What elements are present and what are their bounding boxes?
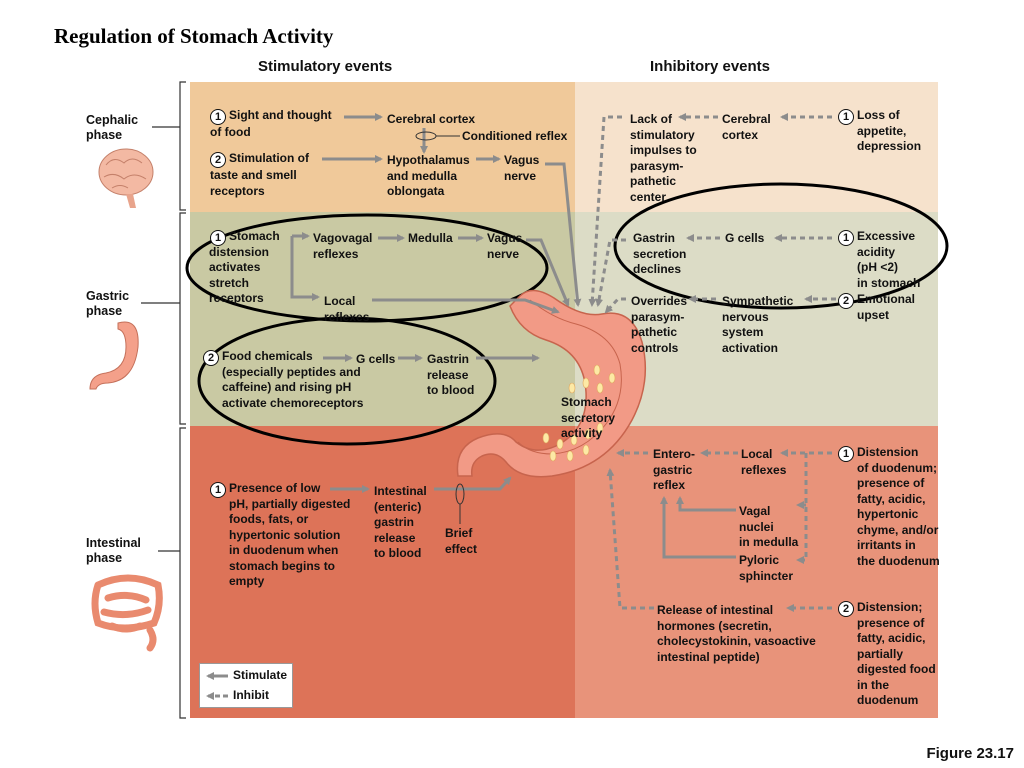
intestinal-gastrin-node: Intestinal (enteric) gastrin release to … (374, 484, 427, 560)
step-text: Distension; presence of fatty, acidic, p… (857, 600, 936, 707)
intestine-icon (91, 574, 163, 652)
gastric-vagus-node: Vagus nerve (487, 231, 523, 261)
legend: Stimulate Inhibit (199, 663, 293, 708)
stimulatory-header: Stimulatory events (258, 58, 393, 75)
step-number-badge: 2 (838, 293, 854, 309)
intestinal-local-reflexes-node: Local reflexes (741, 447, 787, 477)
step-text: Presence of low pH, partially digested f… (229, 481, 351, 588)
phase-brackets (141, 81, 186, 719)
step-text: Sight and thought of food (210, 108, 332, 139)
legend-inhibit: Inhibit (233, 688, 269, 702)
cephalic-vagus-node: Vagus nerve (504, 153, 540, 183)
inhibitory-header: Inhibitory events (650, 58, 771, 75)
inhib-cerebral-cortex-node: Cerebral cortex (722, 112, 771, 142)
hypothalamus-node: Hypothalamus and medulla oblongata (387, 153, 470, 198)
phase-gastric-label: Gastric phase (86, 289, 130, 318)
brain-icon (98, 148, 154, 208)
conditioned-reflex-link (415, 131, 460, 141)
conditioned-reflex-label: Conditioned reflex (462, 129, 568, 143)
step-text: Emotional upset (857, 292, 916, 322)
step-number-badge: 1 (210, 482, 226, 498)
step-number-badge: 1 (210, 109, 226, 125)
intestinal-solid-arrows (660, 496, 736, 559)
inhib-gcells-node: G cells (725, 231, 765, 245)
gastric-local-reflexes-node: Local reflexes (324, 294, 370, 324)
step-text: Food chemicals (especially peptides and … (222, 349, 364, 410)
gastrin-release-node: Gastrin release to blood (427, 352, 475, 397)
brief-effect-label: Brief effect (445, 526, 478, 556)
legend-stimulate: Stimulate (233, 668, 288, 682)
stomach-small-icon (89, 321, 139, 390)
step-number-badge: 2 (203, 350, 219, 366)
intestinal-hormones-node: Release of intestinal hormones (secretin… (657, 603, 816, 664)
vagovagal-node: Vagovagal reflexes (313, 231, 373, 261)
gastric-gcells-node: G cells (356, 352, 396, 366)
page-title: Regulation of Stomach Activity (54, 24, 334, 48)
step-number-badge: 2 (838, 601, 854, 617)
pyloric-sphincter-node: Pyloric sphincter (739, 553, 794, 583)
step-text: Stimulation of taste and smell receptors (210, 151, 309, 198)
stimulate-arrows (290, 113, 582, 493)
figure-label: Figure 23.17 (926, 745, 1014, 762)
step-text: Loss of appetite, depression (857, 108, 922, 153)
gastric-glands (542, 364, 616, 462)
sympathetic-node: Sympathetic nervous system activation (722, 294, 794, 355)
legend-swatches (206, 672, 228, 700)
overrides-node: Overrides parasym- pathetic controls (631, 294, 688, 355)
cephalic-stim-panel (190, 82, 575, 212)
vagal-nuclei-node: Vagal nuclei in medulla (739, 504, 799, 549)
step-text: Stomach distension activates stretch rec… (209, 229, 280, 305)
brief-effect-marker (455, 483, 465, 524)
medulla-node: Medulla (408, 231, 453, 245)
step-number-badge: 1 (210, 230, 226, 246)
cerebral-cortex-node: Cerebral cortex (387, 112, 476, 126)
inhibit-arrows (588, 113, 836, 612)
step-number-badge: 1 (838, 230, 854, 246)
intestinal-inhib-panel (575, 426, 938, 718)
cephalic-inhib-panel (575, 82, 938, 212)
stomach-illustration (456, 289, 647, 478)
phase-cephalic-label: Cephalic phase (86, 113, 139, 142)
step-text: Distension of duodenum; presence of fatt… (857, 445, 940, 568)
enterogastric-reflex-node: Entero- gastric reflex (653, 447, 695, 492)
step-text: Excessive acidity (pH <2) in stomach (857, 229, 921, 290)
step-number-badge: 1 (838, 109, 854, 125)
stomach-secretory-activity-label: Stomach secretory activity (561, 395, 616, 440)
lack-of-stimulatory-node: Lack of stimulatory impulses to parasym-… (630, 112, 697, 204)
step-number-badge: 1 (838, 446, 854, 462)
phase-intestinal-label: Intestinal phase (86, 536, 141, 565)
step-number-badge: 2 (210, 152, 226, 168)
gastrin-decline-node: Gastrin secretion declines (633, 231, 687, 276)
highlight-ellipses (185, 182, 949, 446)
